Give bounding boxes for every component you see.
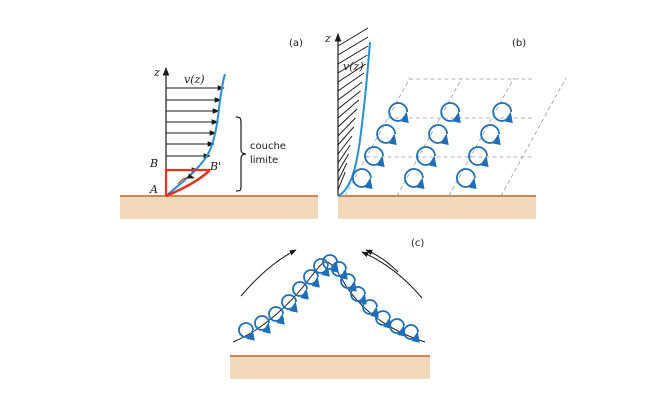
vortex-b: [468, 146, 489, 168]
vortex-array-b: [352, 102, 513, 190]
vortex-c: [281, 294, 298, 313]
vortex-c: [362, 299, 379, 318]
z-axis-label-a: z: [153, 66, 160, 79]
vortex-c: [322, 254, 339, 273]
velocity-hatching-b: [337, 27, 369, 191]
ground-a: [120, 195, 318, 219]
vortex-c: [340, 273, 357, 292]
panel-a-tag: (a): [289, 38, 303, 49]
vortex-c: [350, 286, 367, 305]
hatch-line-b: [337, 72, 365, 92]
hatch-line-b: [337, 126, 355, 146]
hatch-line-b: [337, 36, 369, 56]
rotation-arc-a: [177, 173, 195, 185]
lattice-column-line: [500, 77, 567, 197]
vortex-b: [480, 124, 501, 146]
vortex-c: [375, 310, 392, 329]
ground-b: [338, 195, 536, 219]
vortex-c: [303, 269, 320, 288]
z-axis-label-b: z: [324, 32, 331, 45]
flow-arrow-left-c: [240, 249, 297, 297]
hatch-line-b: [337, 171, 346, 191]
hatch-line-b: [337, 63, 366, 83]
point-b-label: B: [149, 157, 158, 170]
lattice-column-line: [448, 77, 515, 197]
panel-c: (c): [230, 238, 430, 379]
hatch-line-b: [337, 135, 353, 155]
vortex-b: [428, 124, 449, 146]
boundary-layer-brace: [235, 116, 247, 192]
hatch-line-b: [337, 99, 360, 119]
velocity-profile-curve-a: [165, 73, 226, 197]
deformed-element-a: [164, 168, 210, 196]
velocity-profile-curve-b: [337, 41, 371, 197]
vortex-chain-c: [238, 254, 420, 343]
panel-b: z v(z) (b): [324, 27, 567, 219]
vortex-c: [331, 261, 348, 280]
vortex-c: [268, 306, 285, 325]
velocity-label-b: v(z): [343, 60, 364, 73]
hatch-line-b: [337, 108, 358, 128]
hatch-line-b: [337, 90, 361, 110]
lattice-column-line: [344, 77, 411, 197]
hatch-line-b: [337, 144, 351, 164]
hatch-line-b: [337, 162, 348, 182]
hatch-line-b: [337, 117, 356, 137]
vortex-c: [313, 258, 330, 277]
boundary-layer-label-line2: limite: [250, 155, 278, 166]
vortex-b: [416, 146, 437, 168]
hatch-line-b: [337, 45, 369, 65]
vortex-b: [388, 102, 409, 124]
vortex-c: [292, 281, 309, 300]
hatch-line-b: [337, 153, 349, 173]
flow-arrow-inner-right-c: [365, 249, 399, 273]
vortex-b: [440, 102, 461, 124]
vortex-b: [492, 102, 513, 124]
vortex-c: [238, 322, 255, 341]
vortex-b: [376, 124, 397, 146]
vortex-c: [389, 318, 406, 337]
flow-arrow-right-c: [361, 251, 423, 299]
hatch-line-b: [337, 54, 368, 74]
vortex-c: [254, 315, 271, 334]
hatch-line-b: [337, 81, 363, 101]
ground-c: [230, 355, 430, 379]
vortex-b: [352, 168, 373, 190]
vortex-b: [404, 168, 425, 190]
panel-a: z A B B' v(z) (a) couche limite: [120, 38, 318, 219]
point-a-label: A: [149, 183, 158, 196]
velocity-label-a: v(z): [184, 73, 205, 86]
boundary-layer-label-line1: couche: [250, 141, 286, 152]
vortex-b: [364, 146, 385, 168]
lattice-column-line: [396, 77, 463, 197]
vortex-c: [403, 324, 420, 343]
hatch-line-b: [337, 27, 369, 47]
panel-b-tag: (b): [512, 38, 526, 49]
shear-element-diagonal-a: [165, 169, 211, 198]
vortex-b: [456, 168, 477, 190]
point-b-prime-label: B': [209, 160, 221, 173]
panel-c-tag: (c): [411, 238, 424, 249]
